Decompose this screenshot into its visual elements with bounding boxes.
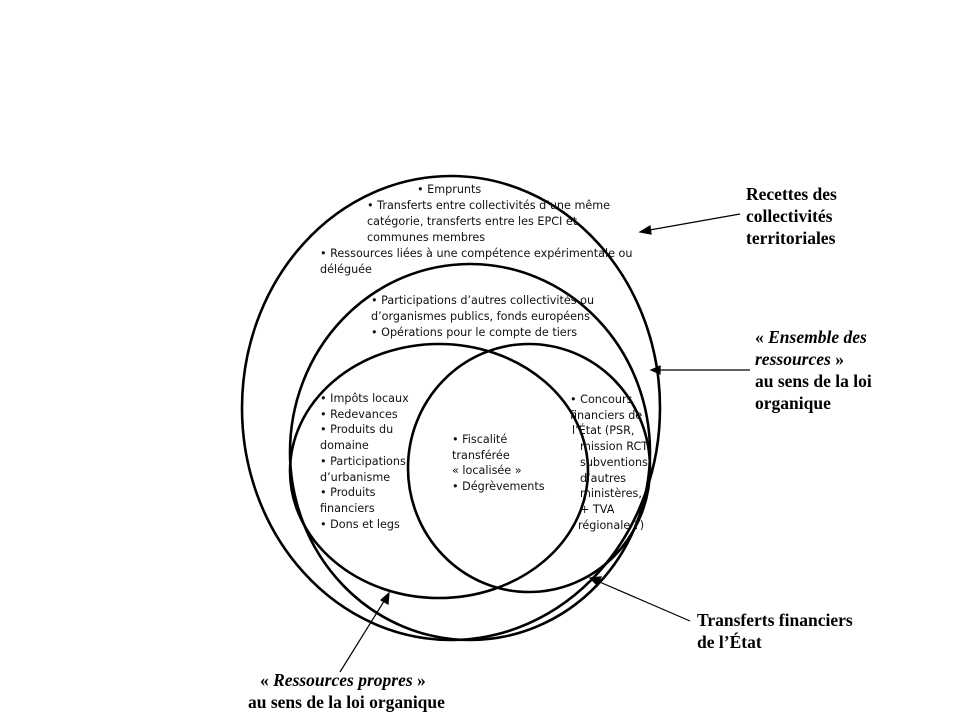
list-item: • Impôts locaux	[320, 392, 409, 405]
list-item: financiers	[320, 501, 375, 515]
outer-item: • Ressources liées à une compétence expé…	[320, 247, 633, 260]
arrow-recettes	[643, 213, 741, 232]
middle-item: d’organismes publics, fonds européens	[371, 310, 590, 323]
arrow-transferts	[594, 579, 691, 622]
list-item: • Dégrèvements	[452, 480, 545, 494]
list-item: régionale ?)	[578, 518, 645, 532]
arrowhead-icon	[379, 591, 390, 605]
list-item: • Produits du	[320, 423, 394, 437]
arrowhead-icon	[638, 225, 652, 235]
label-ensemble: « Ensemble des ressources » au sens de l…	[755, 327, 872, 413]
right-circle-transferts	[406, 342, 652, 594]
list-item: financiers de	[570, 408, 643, 422]
list-item: transférée	[452, 448, 510, 462]
outer-item: déléguée	[320, 263, 372, 276]
label-transferts: Transferts financiers de l’État	[697, 610, 853, 652]
arrow-propres	[339, 597, 387, 673]
list-item: ministères,	[580, 487, 642, 501]
list-item: subventions	[580, 455, 648, 469]
arrowhead-icon	[588, 576, 603, 587]
middle-item: • Participations d’autres collectivités …	[371, 294, 595, 307]
arrowhead-icon	[649, 365, 661, 375]
label-ressources-propres: « Ressources propres » au sens de la loi…	[248, 670, 445, 712]
list-item: d’urbanisme	[320, 470, 391, 484]
list-item: + TVA	[580, 502, 615, 516]
list-item: l’État (PSR,	[572, 424, 635, 438]
outer-item: catégorie, transferts entre les EPCI et	[367, 215, 578, 228]
list-item: d’autres	[580, 471, 627, 485]
label-recettes: Recettes des collectivités territoriales	[746, 184, 837, 248]
list-item: domaine	[320, 439, 369, 453]
outer-item: • Emprunts	[417, 183, 482, 196]
list-item: mission RCT,	[580, 440, 652, 454]
list-item: • Participations	[320, 454, 406, 468]
right-circle-list: • Concours financiers de l’État (PSR, mi…	[570, 392, 652, 533]
outer-item: communes membres	[367, 231, 486, 244]
left-circle-list: • Impôts locaux • Redevances • Produits …	[320, 391, 409, 532]
list-item: • Produits	[320, 486, 376, 500]
list-item: • Redevances	[320, 407, 398, 421]
left-circle-ressources-propres	[288, 342, 590, 600]
list-item: • Concours	[570, 393, 633, 406]
list-item: « localisée »	[452, 464, 522, 478]
outer-item: • Transferts entre collectivités d’une m…	[367, 199, 611, 212]
middle-item: • Opérations pour le compte de tiers	[371, 326, 578, 339]
center-list: • Fiscalité transférée « localisée » • D…	[452, 432, 545, 495]
list-item: • Dons et legs	[320, 517, 400, 531]
list-item: • Fiscalité	[452, 433, 508, 446]
